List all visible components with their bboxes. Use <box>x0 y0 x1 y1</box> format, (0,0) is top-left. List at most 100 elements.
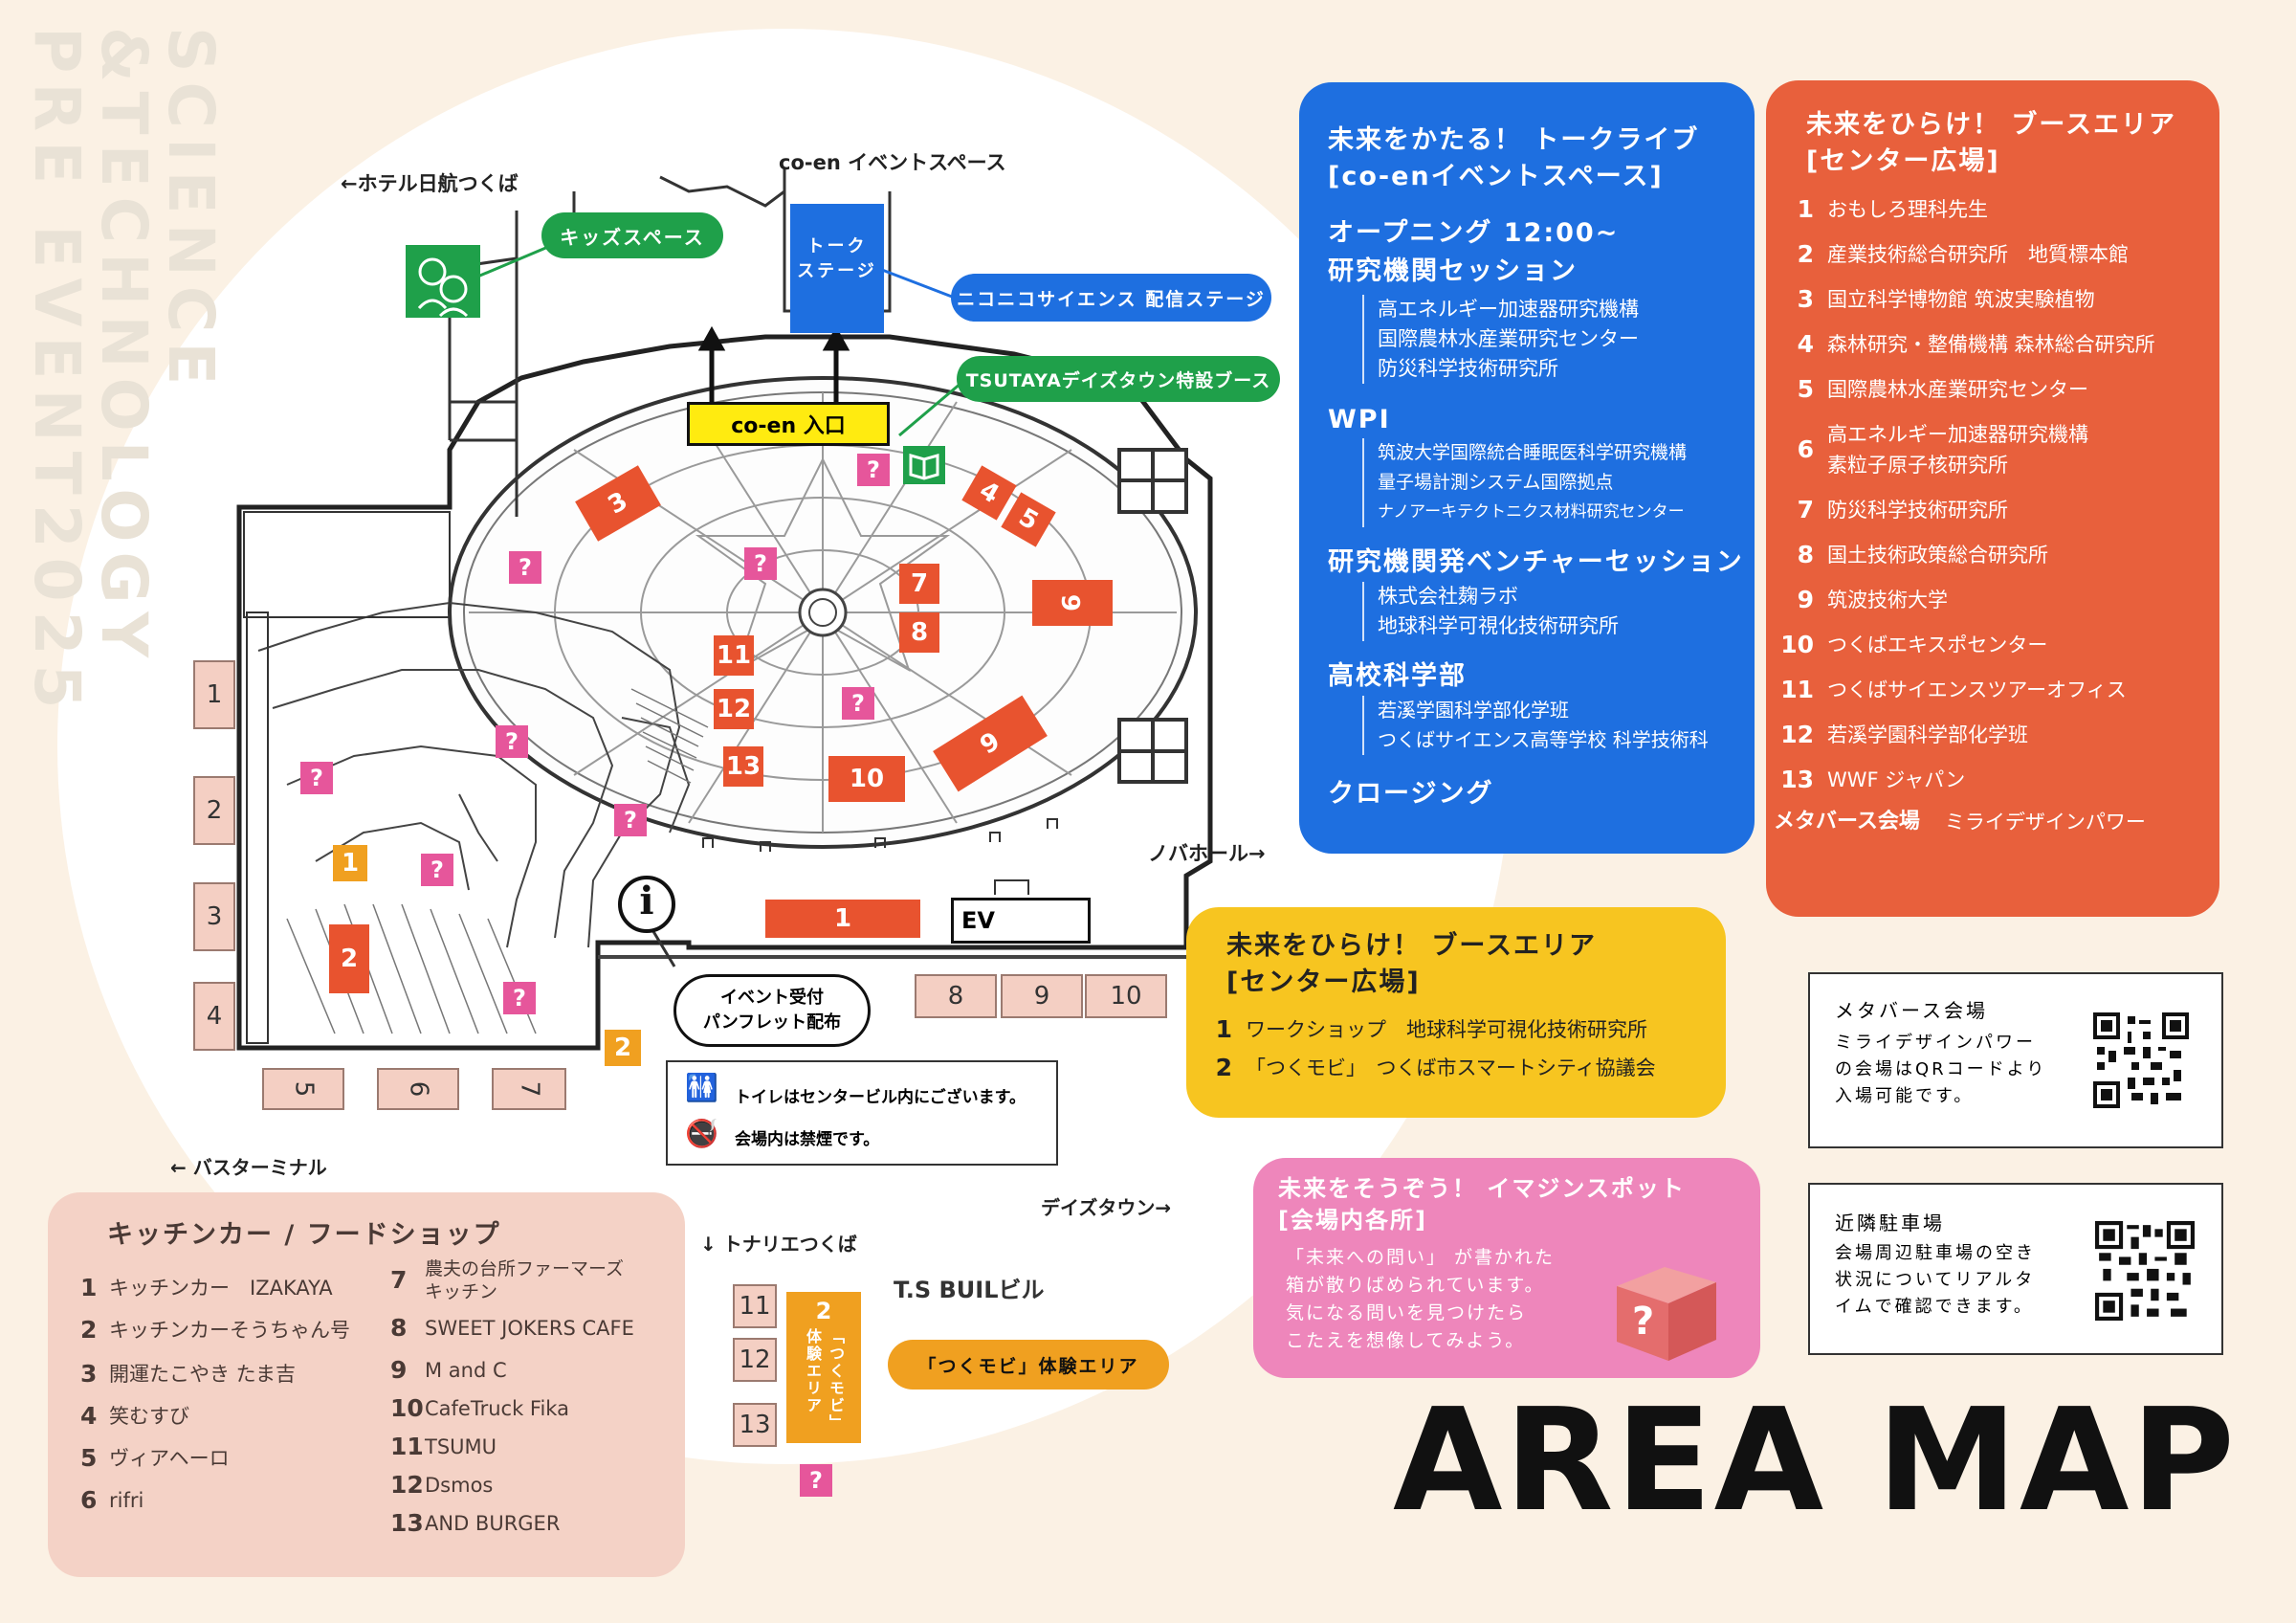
kitchen-name: 開運たこやき たま吉 <box>109 1363 297 1386</box>
kitchen-car-11[interactable]: 11 <box>733 1284 777 1328</box>
kitchen-panel-title: キッチンカー / フードショップ <box>107 1220 501 1250</box>
imagine-spot[interactable]: ? <box>496 725 528 758</box>
booth-7[interactable]: 7 <box>899 564 939 604</box>
toilet-icon: 🚻 <box>685 1072 718 1103</box>
kitchen-num: 12 <box>390 1471 424 1499</box>
kitchen-left-booth-2[interactable]: 2 <box>329 924 369 993</box>
parking-box-body: 会場周辺駐車場の空き 状況についてリアルタ イムで確認できます。 <box>1835 1243 2036 1317</box>
niconico-stage-label: ニコニコサイエンス 配信ステージ <box>951 274 1271 322</box>
tonarie-label: ↓ トナリエつくば <box>700 1233 857 1256</box>
kitchen-car-13[interactable]: 13 <box>733 1403 777 1447</box>
talk-item: 地球科学可視化技術研究所 <box>1378 614 1619 637</box>
booth-11[interactable]: 11 <box>714 635 754 676</box>
kitchen-car-2[interactable]: 2 <box>193 776 235 845</box>
talk-item: 高エネルギー加速器研究機構 <box>1378 298 1639 321</box>
booth-panel-title: 未来をひらけ！ ブースエリア [センター広場] <box>1806 110 2177 176</box>
info-circle <box>618 876 675 933</box>
booth-num: 2 <box>1797 240 1814 268</box>
question-box-mark: ? <box>1632 1300 1655 1344</box>
booth-num: 10 <box>1780 631 1814 658</box>
booth-name: つくばエキスポセンター <box>1827 634 2048 656</box>
tsukumobi-booth-2[interactable]: 2 <box>605 1030 641 1066</box>
imagine-spot[interactable]: ? <box>842 687 874 720</box>
pink-panel-body: 「未来への問い」 が書かれた 箱が散りばめられています。 気になる問いを見つけた… <box>1286 1247 1556 1351</box>
booth-num: 4 <box>1797 330 1814 358</box>
imagine-spot[interactable]: ? <box>857 454 890 486</box>
vertical-title-line-2: &TECHNOLOGY <box>87 27 161 668</box>
kitchen-num: 11 <box>390 1433 424 1460</box>
kitchen-car-4[interactable]: 4 <box>193 982 235 1051</box>
kitchen-car-7[interactable]: 7 <box>492 1068 566 1110</box>
booth-name: 国土技術政策総合研究所 <box>1827 544 2048 567</box>
imagine-spot[interactable]: ? <box>300 762 333 794</box>
kitchen-car-12[interactable]: 12 <box>733 1338 777 1382</box>
metaverse-label: メタバース会場 <box>1774 810 1920 834</box>
workshop-name: ワークショップ 地球科学可視化技術研究所 <box>1246 1018 1647 1041</box>
talk-stage: トーク ステージ <box>790 204 884 333</box>
daystown-label: デイズタウン→ <box>1041 1196 1172 1219</box>
vertical-title-line-1: SCIENCE <box>154 27 228 395</box>
booth-8[interactable]: 8 <box>899 612 939 653</box>
booth-num: 7 <box>1797 496 1814 523</box>
tsukumobi-vertical-area[interactable]: 2 「つくモビ」体験エリア <box>786 1292 861 1443</box>
kitchen-num: 10 <box>390 1394 424 1422</box>
booth-12[interactable]: 12 <box>714 689 754 729</box>
booth-1[interactable]: 1 <box>765 900 920 938</box>
booth-name: 筑波技術大学 <box>1827 589 1948 611</box>
talk-section-items: 筑波大学国際統合睡眠医科学研究機構 量子場計測システム国際拠点 ナノアーキテクト… <box>1362 438 1755 527</box>
kitchen-car-5[interactable]: 5 <box>262 1068 344 1110</box>
metaverse-qr-code[interactable] <box>2093 1012 2189 1108</box>
kitchen-name: 笑むすび <box>109 1405 189 1428</box>
kitchen-car-10[interactable]: 10 <box>1085 974 1167 1018</box>
booth-10[interactable]: 10 <box>828 756 905 802</box>
talk-live-panel: 未来をかたる！ トークライブ [co-enイベントスペース] オープニング 12… <box>1299 82 1755 854</box>
kitchen-name: rifri <box>109 1489 144 1512</box>
talk-section-title: 高校科学部 <box>1328 661 1467 691</box>
talk-item: 株式会社麹ラボ <box>1378 585 1518 608</box>
kitchen-car-6[interactable]: 6 <box>377 1068 459 1110</box>
imagine-spot[interactable]: ? <box>421 854 453 886</box>
metaverse-qr-box: メタバース会場 ミライデザインパワー の会場はQRコードより 入場可能です。 <box>1808 972 2223 1148</box>
imagine-spot[interactable]: ? <box>503 982 536 1014</box>
booth-6[interactable]: 6 <box>1032 580 1113 626</box>
kitchen-car-9[interactable]: 9 <box>1001 974 1083 1018</box>
imagine-spot[interactable]: ? <box>509 551 541 584</box>
imagine-spot[interactable]: ? <box>744 547 777 580</box>
kitchen-name: キッチンカー IZAKAYA <box>109 1277 333 1300</box>
imagine-spot[interactable]: ? <box>800 1464 832 1497</box>
kitchen-car-1[interactable]: 1 <box>193 660 235 729</box>
parking-qr-code[interactable] <box>2095 1221 2195 1321</box>
booth-num: 6 <box>1797 435 1814 463</box>
yellow-panel-title: 未来をひらけ！ ブースエリア [センター広場] <box>1226 931 1598 997</box>
booth-13[interactable]: 13 <box>723 746 763 787</box>
workshop-booth-1[interactable]: 1 <box>333 845 367 881</box>
vertical-title-line-3: PRE EVENT2025 <box>20 27 94 719</box>
kids-space-label: キッズスペース <box>541 212 723 258</box>
kitchen-name: M and C <box>425 1359 507 1382</box>
booth-name: つくばサイエンスツアーオフィス <box>1827 678 2127 701</box>
kids-icon <box>406 245 480 318</box>
imagine-spot[interactable]: ? <box>614 804 647 836</box>
tsukumobi-area-label: 「つくモビ」体験エリア <box>888 1340 1169 1390</box>
kitchen-num: 5 <box>80 1444 98 1472</box>
kitchen-car-3[interactable]: 3 <box>193 882 235 951</box>
talk-item: 防災科学技術研究所 <box>1378 357 1558 380</box>
hotel-label: ←ホテル日航つくば <box>341 172 519 195</box>
parking-qr-box: 近隣駐車場 会場周辺駐車場の空き 状況についてリアルタ イムで確認できます。 <box>1808 1183 2223 1355</box>
tsukumobi-vertical-num: 2 <box>815 1298 832 1324</box>
kitchen-car-8[interactable]: 8 <box>915 974 997 1018</box>
booth-name: 産業技術総合研究所 地質標本館 <box>1827 243 2129 266</box>
talk-section-title: WPI <box>1328 405 1391 434</box>
kitchen-num: 7 <box>390 1266 408 1294</box>
